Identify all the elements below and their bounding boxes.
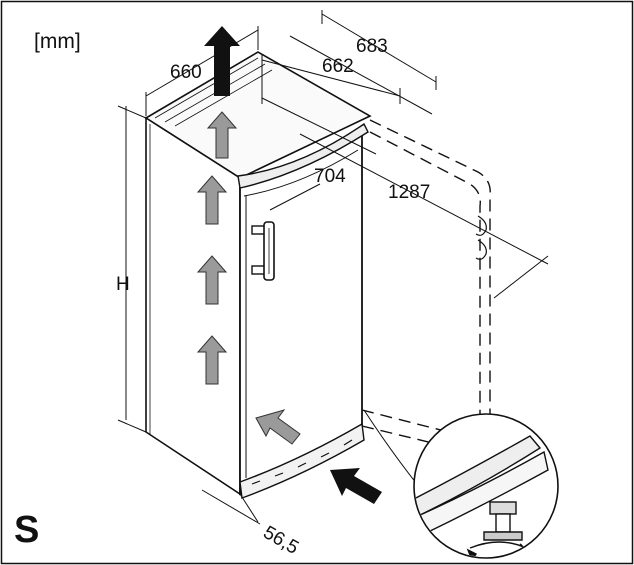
dim-clearance: 56,5 xyxy=(260,522,303,559)
dimension-lines xyxy=(117,10,549,525)
exhaust-arrow-icon xyxy=(204,26,240,96)
dim-depth-door-open: 1287 xyxy=(388,182,430,203)
airflow-arrows xyxy=(196,111,301,445)
door-handle xyxy=(251,221,275,281)
airflow-arrow-4 xyxy=(196,335,228,385)
intake-arrow-icon xyxy=(330,468,382,504)
cabinet-side xyxy=(145,116,241,496)
detail-leader xyxy=(363,409,421,489)
dark-arrows xyxy=(204,26,382,504)
cabinet-plinth xyxy=(239,422,365,499)
airflow-arrow-2 xyxy=(196,175,228,225)
dim-height: H xyxy=(116,274,130,295)
foot-detail-inset xyxy=(413,413,559,559)
airflow-arrow-3 xyxy=(196,255,228,305)
airflow-arrow-1 xyxy=(206,111,238,159)
dim-depth-door: 704 xyxy=(314,166,346,187)
dim-width-top: 660 xyxy=(170,62,202,83)
door-top-cap xyxy=(237,122,369,189)
unit-label: [mm] xyxy=(34,30,81,53)
dim-depth: 662 xyxy=(322,56,354,77)
door-swing-outline xyxy=(361,119,491,453)
airflow-arrow-inlet xyxy=(255,409,301,445)
plinth-vents xyxy=(251,439,353,485)
corner-letter: S xyxy=(14,509,39,551)
dim-depth-total: 683 xyxy=(356,36,388,57)
ghost-handle xyxy=(475,215,487,260)
